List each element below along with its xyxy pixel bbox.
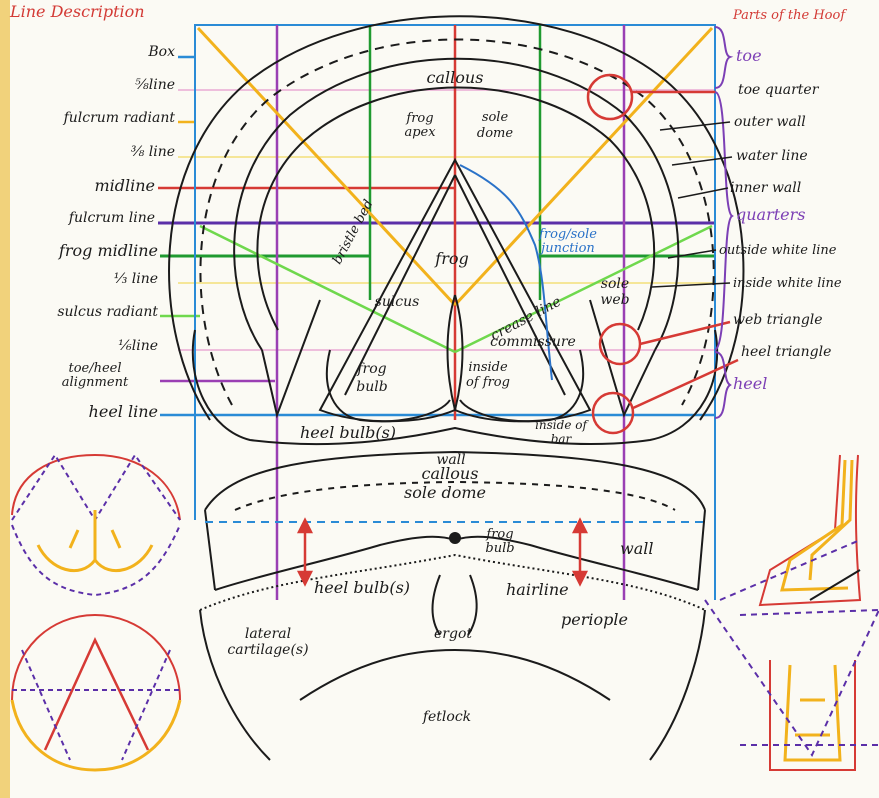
heel-view-ergot-label: ergot xyxy=(434,626,472,642)
quarters-bracket xyxy=(715,92,732,350)
fulcrum-radiant-label: fulcrum radiant xyxy=(8,110,175,126)
line-description-header: Line Description xyxy=(10,4,145,20)
heel-view-periople-label: periople xyxy=(561,612,628,628)
frog-apex-label: frog apex xyxy=(390,112,450,140)
one-third-line-label: ⅓ line xyxy=(30,271,158,287)
commissure-label: commissure xyxy=(490,334,576,350)
water-line-label: water line xyxy=(736,148,808,164)
outer-wall-label: outer wall xyxy=(734,114,806,130)
heel-label: heel xyxy=(733,376,767,392)
toe-label: toe xyxy=(736,48,762,64)
sole-dome-label: sole dome xyxy=(465,110,525,142)
heel-view-hairline-label: hairline xyxy=(506,582,569,598)
frog-sole-junction-label: frog/sole junction xyxy=(513,228,623,256)
side-leg-axis xyxy=(810,570,860,600)
heel-view-frog-bulb-label: frog bulb xyxy=(475,528,525,556)
heel-view-lateral-cartilages-label: lateral cartilage(s) xyxy=(208,626,328,658)
five-eighths-line-label: ⅝line xyxy=(30,77,175,93)
inner-wall-label: inner wall xyxy=(730,180,801,196)
one-sixth-line-label: ⅙line xyxy=(30,338,158,354)
sulcus-radiant-label: sulcus radiant xyxy=(10,304,158,320)
box-label: Box xyxy=(30,44,175,60)
toe-quarter-circle xyxy=(588,75,632,119)
sulcus-label: sulcus xyxy=(375,294,420,310)
outside-white-line-label: outside white line xyxy=(719,243,837,259)
sole-web-label: sole web xyxy=(590,276,640,308)
fulcrum-radiant-left xyxy=(198,28,455,305)
toe-quarter-label: toe quarter xyxy=(738,82,818,98)
toe-bracket xyxy=(715,27,730,88)
heel-bulbs-sole-label: heel bulb(s) xyxy=(300,425,396,441)
heel-view-heel-bulbs-label: heel bulb(s) xyxy=(314,580,410,596)
three-eighths-line-label: ⅜ line xyxy=(30,144,175,160)
fetlock-curve xyxy=(300,650,610,700)
fulcrum-line-label: fulcrum line xyxy=(20,210,155,226)
heel-line-label: heel line xyxy=(20,404,158,420)
inner-wall-pointer xyxy=(678,188,728,198)
frog-label: frog xyxy=(435,251,468,267)
heel-view-dot xyxy=(449,532,461,544)
small-circle-top-yellow xyxy=(38,510,152,571)
web-triangle-label: web triangle xyxy=(733,312,823,328)
heel-triangle-circle xyxy=(593,393,633,433)
inside-of-frog-label: inside of frog xyxy=(463,360,513,390)
frog-bulb-label: frog bulb xyxy=(342,360,402,396)
pastern-right xyxy=(650,610,705,760)
front-leg-purple-dash xyxy=(705,600,879,755)
front-leg-diagram xyxy=(705,600,879,770)
parts-of-the-hoof-header: Parts of the Hoof xyxy=(733,8,845,24)
heel-view-callous-label: callous xyxy=(422,466,479,482)
vertical-guides xyxy=(195,25,715,600)
heel-view-fetlock-label: fetlock xyxy=(423,709,471,725)
right-heel-arrow-bottom xyxy=(574,572,586,584)
right-pointer-lines xyxy=(652,122,732,287)
fulcrum-radiant-right xyxy=(455,28,712,305)
small-circle-bottom-dashed xyxy=(12,650,180,760)
inside-of-bar-label: inside of bar xyxy=(526,418,596,446)
right-side-leg-diagram xyxy=(720,455,879,615)
heel-view-wall-right-label: wall xyxy=(620,541,653,557)
side-leg-yellow-2 xyxy=(810,460,852,580)
toe-heel-alignment-label: toe/heel alignment xyxy=(35,362,155,390)
left-top-circle-diagram xyxy=(12,455,180,595)
inside-white-line-label: inside white line xyxy=(733,276,842,292)
callous-label: callous xyxy=(427,70,484,86)
heel-triangle-label: heel triangle xyxy=(741,344,831,360)
heel-triangle-pointer xyxy=(633,360,738,408)
heel-view-sole-dome-label: sole dome xyxy=(404,485,486,501)
midline-label: midline xyxy=(30,178,155,194)
quarters-label: quarters xyxy=(736,207,806,223)
web-triangle-circle xyxy=(600,324,640,364)
left-bottom-circle-diagram xyxy=(12,615,180,770)
frog-midline-label: frog midline xyxy=(10,243,158,259)
small-circle-bottom-yellow xyxy=(12,700,180,770)
